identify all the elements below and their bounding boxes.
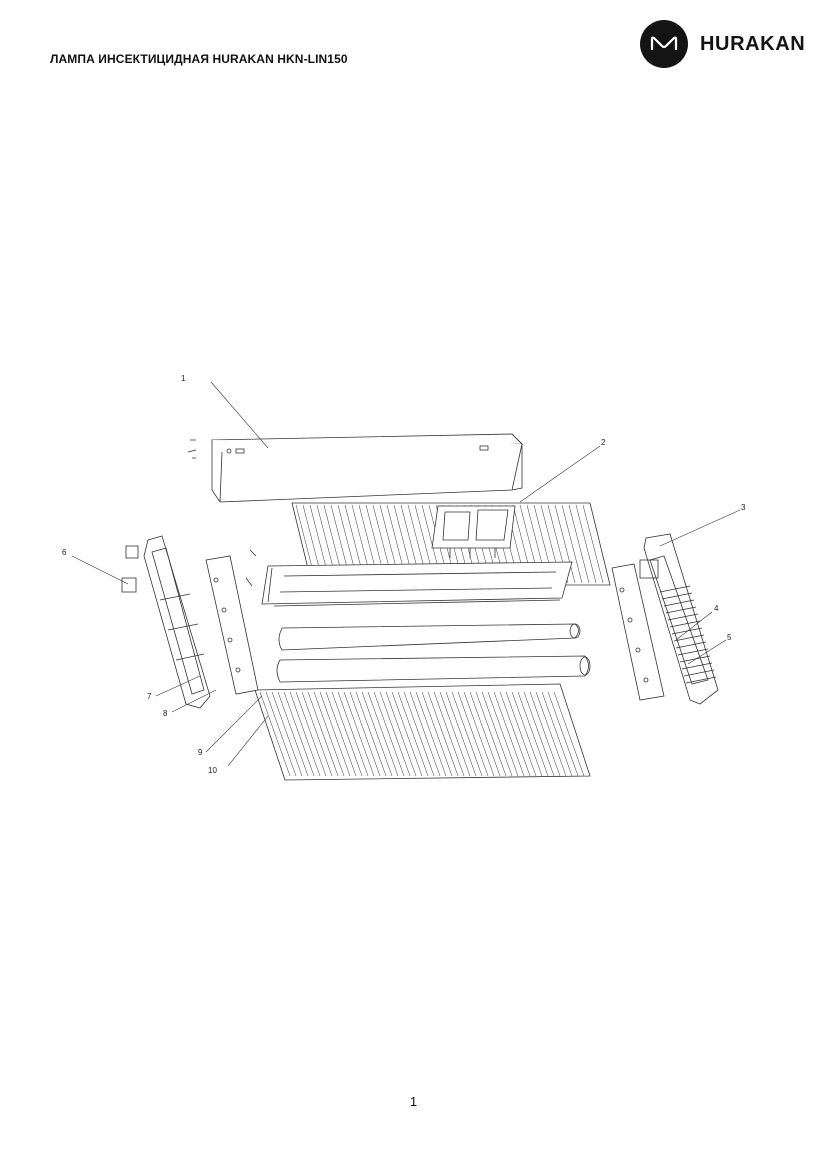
callout-5: 5 bbox=[727, 633, 732, 642]
page-number: 1 bbox=[409, 1094, 418, 1109]
right-side-plate bbox=[611, 563, 665, 701]
callout-10: 10 bbox=[208, 766, 217, 775]
top-cover bbox=[187, 433, 523, 503]
brand-header: HURAKAN bbox=[640, 20, 805, 68]
callout-8: 8 bbox=[163, 709, 168, 718]
callout-2: 2 bbox=[601, 438, 606, 447]
callout-4: 4 bbox=[714, 604, 719, 613]
callout-7: 7 bbox=[147, 692, 152, 701]
callout-1: 1 bbox=[181, 374, 186, 383]
callout-9: 9 bbox=[198, 748, 203, 757]
reflector-channel bbox=[261, 561, 573, 607]
callout-6: 6 bbox=[62, 548, 67, 557]
brand-name: HURAKAN bbox=[700, 32, 806, 55]
document-title: ЛАМПА ИНСЕКТИЦИДНАЯ HURAKAN HKN-LIN150 bbox=[50, 52, 348, 66]
callout-3: 3 bbox=[741, 503, 746, 512]
uv-tubes bbox=[276, 623, 591, 683]
front-grille bbox=[254, 683, 591, 781]
left-end-cap bbox=[121, 535, 211, 709]
leader-lines bbox=[71, 381, 741, 767]
ballast-board bbox=[431, 505, 516, 558]
hurakan-logo-icon bbox=[640, 20, 688, 68]
left-side-plate bbox=[205, 549, 259, 695]
right-end-cap bbox=[639, 533, 719, 705]
